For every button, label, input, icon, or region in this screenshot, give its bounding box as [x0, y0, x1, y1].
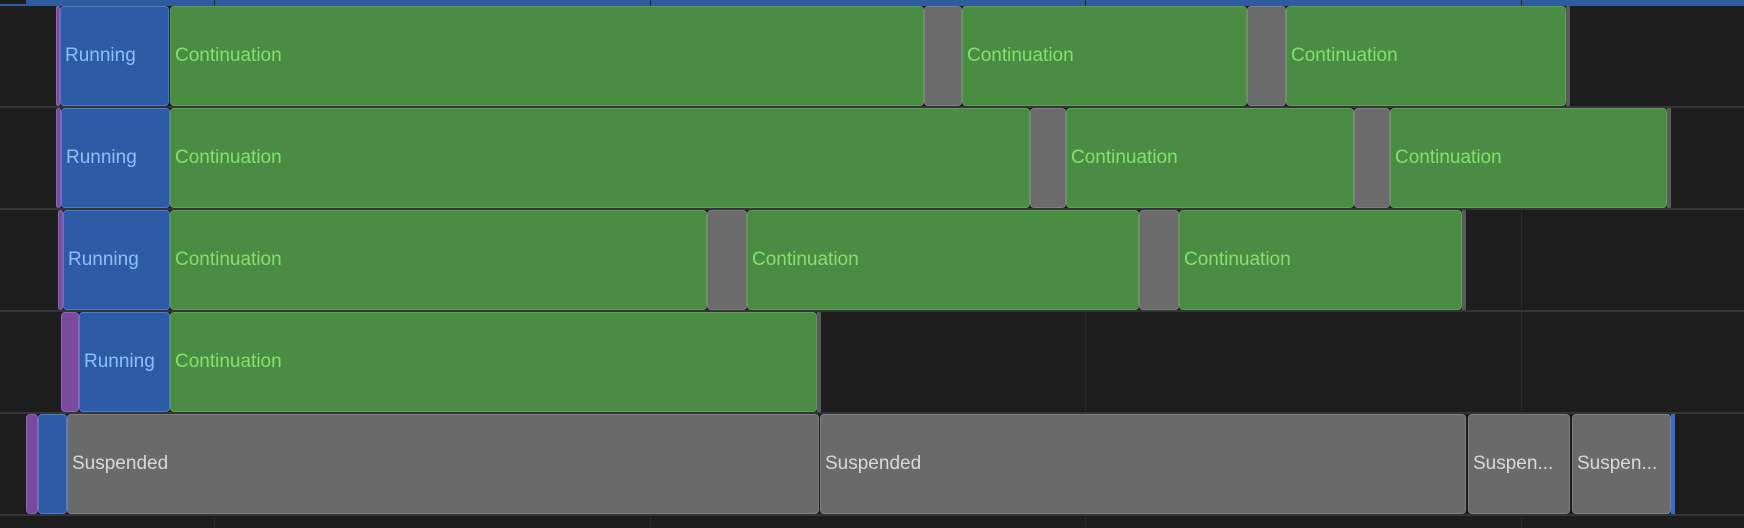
segment-label: Continuation — [1291, 45, 1398, 66]
continuation-segment[interactable]: Continuation — [1179, 210, 1462, 310]
suspended-segment[interactable]: Suspen... — [1572, 414, 1671, 514]
suspended-segment[interactable]: Suspen... — [1468, 414, 1570, 514]
continuation-segment[interactable]: Continuation — [170, 312, 817, 412]
continuation-segment[interactable]: Continuation — [747, 210, 1139, 310]
segment-label: Suspen... — [1577, 453, 1658, 474]
continuation-segment[interactable]: Continuation — [170, 108, 1030, 208]
waiting-segment[interactable] — [1354, 108, 1390, 208]
end-marker — [1566, 6, 1570, 106]
segment-label: Suspended — [72, 453, 169, 474]
segment-label: Suspended — [825, 453, 922, 474]
transition-marker[interactable] — [56, 108, 61, 208]
waiting-segment[interactable] — [924, 6, 962, 106]
segment-label: Continuation — [967, 45, 1074, 66]
suspended-segment[interactable]: Suspended — [67, 414, 819, 514]
segment-label: Running — [65, 45, 136, 66]
timeline-top-notch — [0, 0, 26, 4]
timeline-top-bar — [0, 0, 1744, 6]
waiting-segment[interactable] — [1247, 6, 1286, 106]
running-segment[interactable] — [38, 414, 67, 514]
segment-label: Running — [84, 351, 155, 372]
suspended-segment[interactable]: Suspended — [820, 414, 1466, 514]
row-separator — [0, 208, 1744, 210]
running-segment[interactable]: Running — [79, 312, 170, 412]
continuation-segment[interactable]: Continuation — [1390, 108, 1667, 208]
end-marker — [1667, 108, 1671, 208]
continuation-segment[interactable]: Continuation — [170, 6, 924, 106]
transition-marker[interactable] — [61, 312, 79, 412]
end-marker — [817, 312, 821, 412]
segment-label: Continuation — [175, 45, 282, 66]
running-segment[interactable]: Running — [63, 210, 170, 310]
running-segment[interactable]: Running — [61, 108, 170, 208]
segment-label: Continuation — [752, 249, 859, 270]
segment-label: Continuation — [175, 351, 282, 372]
end-marker — [1462, 210, 1466, 310]
segment-label: Continuation — [1395, 147, 1502, 168]
grid-line — [1521, 0, 1522, 528]
waiting-segment[interactable] — [1139, 210, 1179, 310]
continuation-segment[interactable]: Continuation — [1286, 6, 1566, 106]
row-separator — [0, 514, 1744, 516]
running-segment[interactable]: Running — [60, 6, 169, 106]
segment-label: Suspen... — [1473, 453, 1554, 474]
waiting-segment[interactable] — [1030, 108, 1066, 208]
segment-label: Continuation — [175, 249, 282, 270]
transition-marker[interactable] — [58, 210, 63, 310]
segment-label: Running — [68, 249, 139, 270]
segment-label: Continuation — [1071, 147, 1178, 168]
waiting-segment[interactable] — [707, 210, 747, 310]
continuation-segment[interactable]: Continuation — [170, 210, 707, 310]
transition-marker[interactable] — [26, 414, 38, 514]
row-separator — [0, 412, 1744, 414]
row-separator — [0, 310, 1744, 312]
row-separator — [0, 106, 1744, 108]
end-marker — [1671, 414, 1675, 514]
transition-marker[interactable] — [56, 6, 60, 106]
continuation-segment[interactable]: Continuation — [962, 6, 1247, 106]
continuation-segment[interactable]: Continuation — [1066, 108, 1354, 208]
segment-label: Running — [66, 147, 137, 168]
segment-label: Continuation — [1184, 249, 1291, 270]
segment-label: Continuation — [175, 147, 282, 168]
